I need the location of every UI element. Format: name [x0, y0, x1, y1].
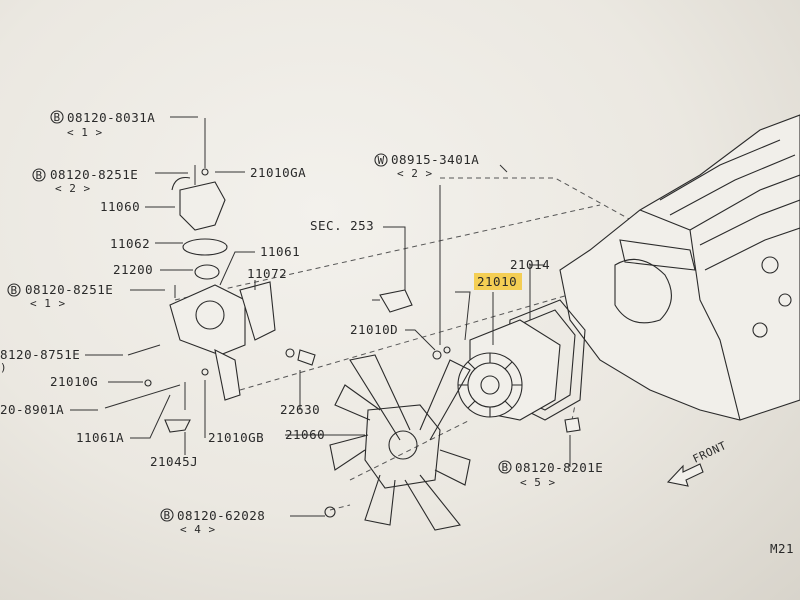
leader-lines [70, 116, 571, 517]
label-sec-253: SEC. 253 [310, 218, 374, 233]
label-21010d: 21010D [350, 322, 398, 337]
engine-block [559, 114, 800, 421]
label-08120-8251e-1: 08120-8251E [25, 282, 113, 297]
label-8120-8751e: 8120-8751E [0, 347, 80, 362]
label-21010g: 21010G [50, 374, 98, 389]
label-08120-8031a: 08120-8031A [67, 110, 155, 125]
fitting-sec253 [372, 289, 451, 360]
label-front: FRONT [691, 439, 729, 466]
label-08120-8251e-2: 08120-8251E [50, 167, 138, 182]
prefix-b-3: B [11, 284, 18, 297]
label-11062: 11062 [110, 236, 150, 251]
label-22630: 22630 [280, 402, 320, 417]
label-08915-3401a: 08915-3401A [391, 152, 479, 167]
sensor-22630 [285, 348, 316, 366]
label-21045j: 21045J [150, 454, 198, 469]
qty-08120-8251e-2: < 2 > [55, 182, 91, 195]
prefix-b-4: B [502, 461, 509, 474]
label-08120-8201e: 08120-8201E [515, 460, 603, 475]
highlight-21010 [474, 273, 522, 290]
label-20-8901a: 20-8901A [0, 402, 64, 417]
label-21200: 21200 [113, 262, 153, 277]
label-11061: 11061 [260, 244, 300, 259]
label-21014: 21014 [510, 257, 550, 272]
prefix-b-2: B [36, 169, 43, 182]
label-21010ga: 21010GA [250, 165, 306, 180]
label-21010gb: 21010GB [208, 430, 264, 445]
qty-8120-8751e: ) [0, 361, 7, 374]
label-11061a: 11061A [76, 430, 124, 445]
dashed-guide-lines [174, 177, 641, 511]
sheet-number: M21 [770, 541, 794, 556]
qty-08120-62028: < 4 > [180, 523, 216, 536]
bolt-8201e [564, 417, 581, 433]
cooling-fan-21060 [324, 354, 471, 531]
front-arrow-icon [666, 463, 704, 487]
prefix-b-1: B [54, 111, 61, 124]
callout-prefix-marks [7, 110, 512, 522]
label-21060: 21060 [285, 427, 325, 442]
thermostat-housing [104, 118, 276, 433]
label-21010: 21010 [477, 274, 517, 289]
prefix-b-5: B [164, 509, 171, 522]
prefix-w: W [378, 154, 385, 167]
label-08120-62028: 08120-62028 [177, 508, 265, 523]
qty-08120-8031a: < 1 > [67, 126, 103, 139]
water-pump-21010 [457, 319, 561, 421]
label-11072: 11072 [247, 266, 287, 281]
qty-08120-8251e-1: < 1 > [30, 297, 66, 310]
label-11060: 11060 [100, 199, 140, 214]
qty-08915-3401a: < 2 > [397, 167, 433, 180]
qty-08120-8201e: < 5 > [520, 476, 556, 489]
